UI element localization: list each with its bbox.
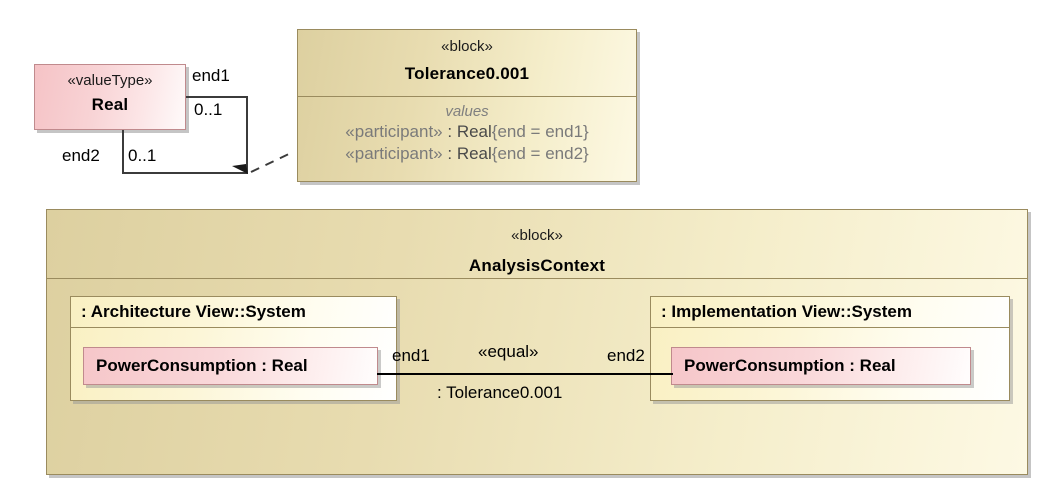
value-type-stereotype: «valueType» (67, 72, 153, 89)
connector-end2-label: end2 (607, 346, 645, 365)
value-row: «participant» : Real{end = end1} (298, 122, 636, 142)
tolerance-stereotype: «block» (441, 38, 493, 55)
equal-connector-line[interactable] (377, 373, 673, 375)
value-type-name: Real (91, 95, 129, 114)
connector-type-label: : Tolerance0.001 (437, 383, 563, 402)
association-segment-left (122, 130, 124, 174)
value-separator: : (447, 122, 453, 141)
value-row: «participant» : Real{end = end2} (298, 144, 636, 164)
tolerance-values-compartment: values «participant» : Real{end = end1} … (298, 97, 636, 181)
tolerance-block-node[interactable]: «block» Tolerance0.001 values «participa… (297, 29, 637, 182)
analysis-context-name: AnalysisContext (468, 256, 606, 275)
association-segment-bottom (122, 172, 248, 174)
value-separator: : (447, 144, 453, 163)
part-title-architecture: : Architecture View::System (81, 302, 306, 321)
analysis-context-stereotype: «block» (511, 227, 563, 244)
value-constraint: {end = end2} (491, 144, 589, 163)
association-class-dashed-line (250, 151, 294, 173)
value-type: Real (456, 122, 492, 141)
association-segment-top (186, 96, 248, 98)
part-implementation-view-system[interactable]: : Implementation View::System PowerConsu… (650, 296, 1010, 401)
part-title-implementation: : Implementation View::System (661, 302, 912, 321)
part-architecture-view-system[interactable]: : Architecture View::System PowerConsump… (70, 296, 397, 401)
value-stereotype: «participant» (345, 144, 443, 163)
value-stereotype: «participant» (345, 122, 443, 141)
connector-end1-label: end1 (392, 346, 430, 365)
part-divider-implementation (651, 327, 1009, 328)
values-compartment-label: values (445, 103, 489, 120)
association-end1-multiplicity: 0..1 (194, 100, 223, 119)
association-segment-right (246, 96, 248, 174)
analysis-context-divider (47, 278, 1027, 279)
part-divider-architecture (71, 327, 396, 328)
value-constraint: {end = end1} (491, 122, 589, 141)
association-end1-label: end1 (192, 66, 230, 85)
association-end2-multiplicity: 0..1 (128, 146, 157, 165)
tolerance-compartment-divider (298, 96, 636, 97)
tolerance-block-name: Tolerance0.001 (404, 64, 530, 83)
association-end2-label: end2 (62, 146, 100, 165)
property-power-consumption-implementation[interactable]: PowerConsumption : Real (671, 347, 971, 385)
value-type-real-node[interactable]: «valueType» Real (34, 64, 186, 130)
property-power-consumption-architecture[interactable]: PowerConsumption : Real (83, 347, 378, 385)
value-type: Real (456, 144, 492, 163)
connector-stereotype-label: «equal» (478, 342, 539, 361)
